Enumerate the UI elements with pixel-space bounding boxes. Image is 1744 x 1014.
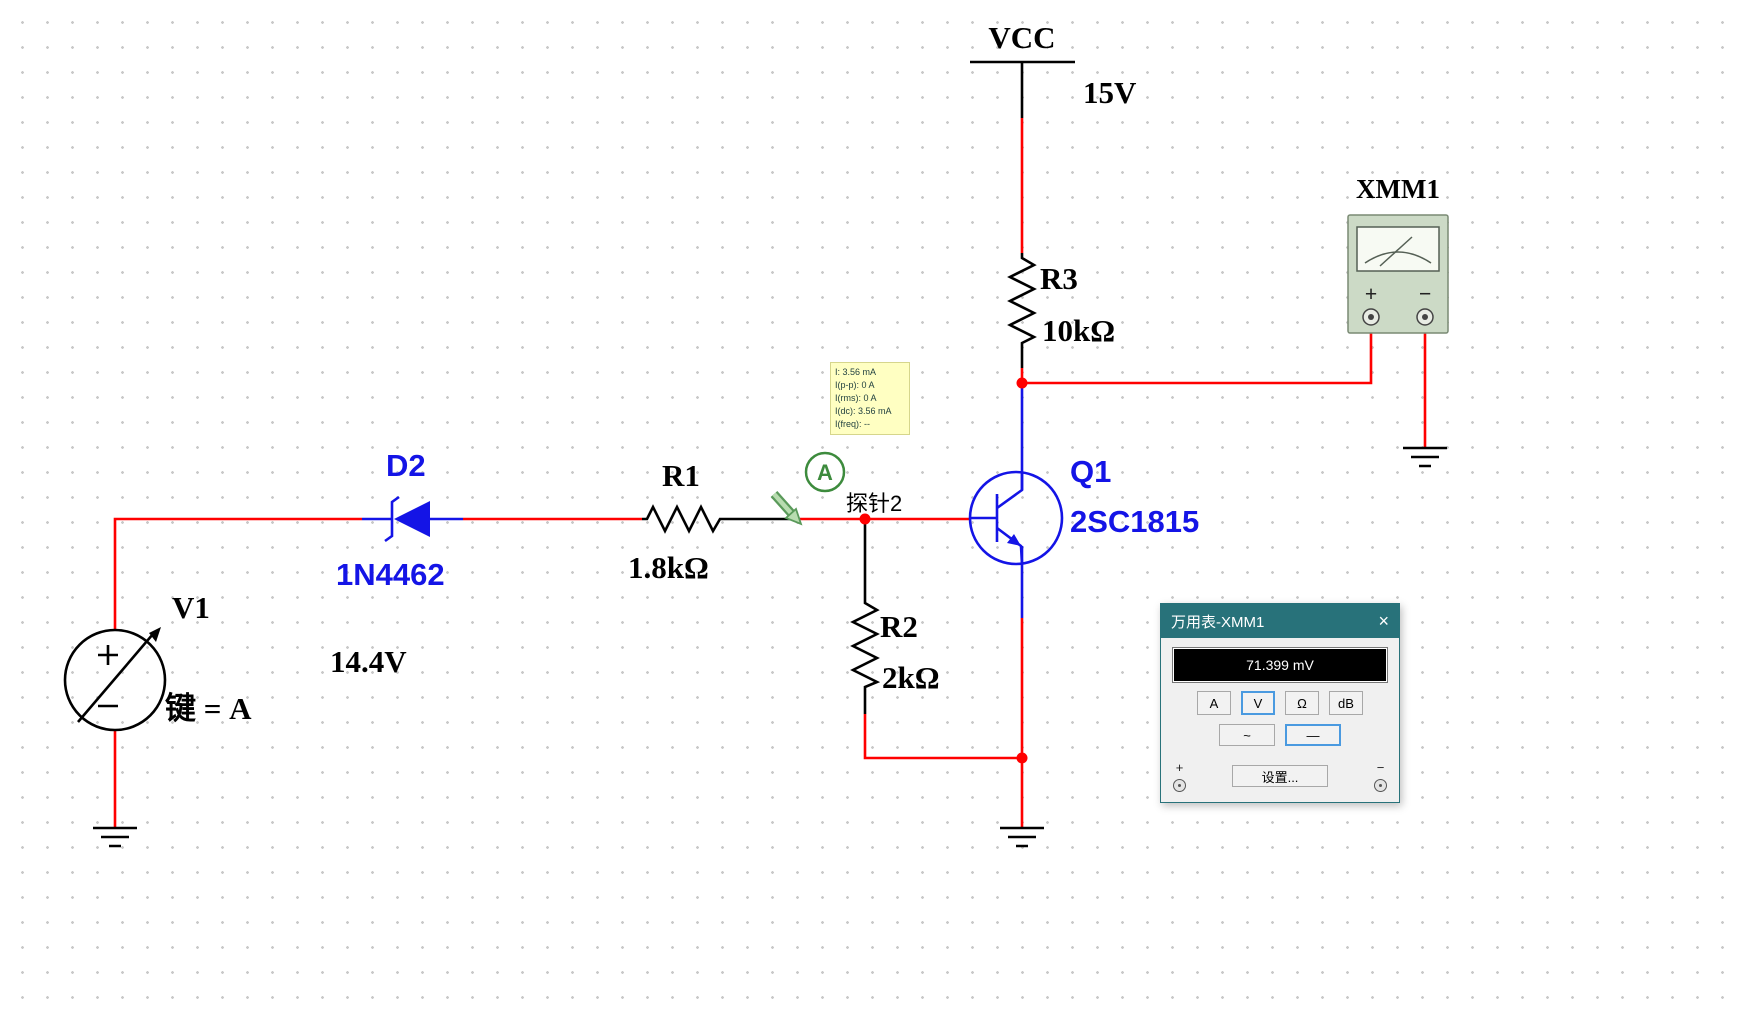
dialog-bottom-row: + 设置... − — [1161, 750, 1399, 802]
signal-button-row: ~ — — [1161, 724, 1399, 746]
probe-badge-circle — [804, 451, 846, 493]
volt-mode-button[interactable]: V — [1241, 691, 1275, 715]
probe-arrow-shaft-fill — [772, 492, 793, 515]
ac-mode-button[interactable]: ~ — [1219, 724, 1275, 746]
close-icon[interactable]: × — [1378, 611, 1389, 631]
xmm1-minus-terminal-dot — [1422, 314, 1428, 320]
junction-dot — [859, 513, 871, 525]
multimeter-display: 71.399 mV — [1172, 647, 1388, 683]
xmm1-plus-terminal-dot — [1368, 314, 1374, 320]
probe-tooltip: I: 3.56 mA I(p-p): 0 A I(rms): 0 A I(dc)… — [830, 362, 910, 435]
dialog-minus-terminal-icon[interactable] — [1374, 779, 1387, 792]
resistor-r3[interactable]: R3 10kΩ — [1007, 253, 1115, 348]
mode-button-row: A V Ω dB — [1161, 691, 1399, 715]
dc-mode-button[interactable]: — — [1285, 724, 1341, 746]
wire-node-to-xmm1-plus[interactable] — [1022, 326, 1373, 385]
q1-name-label: Q1 — [1070, 454, 1111, 489]
dialog-plus-terminal-icon[interactable] — [1173, 779, 1186, 792]
zener-diode-d2[interactable]: D2 1N4462 — [336, 448, 463, 592]
junction-dot — [1016, 752, 1028, 764]
resistor-r2[interactable]: R2 2kΩ — [850, 598, 940, 695]
r1-value-label: 1.8kΩ — [628, 550, 709, 585]
q1-model-label: 2SC1815 — [1070, 504, 1199, 539]
tooltip-line-current: I: 3.56 mA — [835, 367, 877, 377]
multimeter-dialog-titlebar[interactable]: 万用表-XMM1 × — [1161, 604, 1399, 638]
voltage-source-v1[interactable]: V1 键 = A — [63, 590, 252, 732]
v1-key-label: 键 = A — [165, 691, 252, 726]
r2-name-label: R2 — [880, 609, 918, 644]
diode-triangle — [394, 501, 430, 537]
source-arrowhead — [149, 627, 161, 642]
d2-model-label: 1N4462 — [336, 557, 445, 592]
xmm1-label: XMM1 — [1356, 174, 1440, 204]
tooltip-line-dc: I(dc): 3.56 mA — [835, 406, 892, 416]
probe-name-label: 探针2 — [846, 491, 902, 516]
ohm-mode-button[interactable]: Ω — [1285, 691, 1319, 715]
ground-symbol-v1[interactable] — [93, 826, 137, 848]
vcc-value-label: 15V — [1083, 75, 1137, 110]
dialog-plus-terminal: + — [1173, 760, 1186, 792]
xmm1-plus-sign: + — [1365, 281, 1378, 306]
r1-name-label: R1 — [662, 458, 700, 493]
multimeter-xmm1-icon[interactable]: + − XMM1 — [1347, 174, 1449, 334]
multimeter-reading: 71.399 mV — [1246, 657, 1314, 673]
r3-name-label: R3 — [1040, 261, 1078, 296]
v1-value-label: 14.4V — [330, 644, 407, 679]
r2-value-label: 2kΩ — [882, 660, 940, 695]
probe-symbol-label: A — [817, 460, 833, 485]
tooltip-line-rms: I(rms): 0 A — [835, 393, 877, 403]
db-mode-button[interactable]: dB — [1329, 691, 1363, 715]
ground-symbol-xmm1[interactable] — [1403, 446, 1447, 468]
dialog-plus-sign: + — [1175, 760, 1184, 775]
ground-symbol-emitter[interactable] — [1000, 826, 1044, 848]
emitter-arrow — [1007, 534, 1021, 546]
probe-arrowhead — [784, 507, 803, 526]
junction-dot — [1016, 377, 1028, 389]
d2-name-label: D2 — [386, 448, 426, 483]
current-probe[interactable]: A 探针2 — [770, 451, 902, 526]
transistor-q1[interactable]: Q1 2SC1815 — [968, 454, 1199, 566]
multimeter-dialog-title: 万用表-XMM1 — [1171, 613, 1265, 631]
wire-v1-to-d2[interactable] — [113, 517, 362, 630]
dialog-minus-sign: − — [1376, 760, 1385, 775]
resistor-r1[interactable]: R1 1.8kΩ — [628, 458, 730, 585]
xmm1-minus-sign: − — [1419, 281, 1432, 306]
v1-name-label: V1 — [172, 590, 210, 625]
r3-value-label: 10kΩ — [1042, 313, 1115, 348]
vcc-label: VCC — [988, 20, 1055, 55]
multimeter-dialog: 万用表-XMM1 × 71.399 mV A V Ω dB ~ — + 设置..… — [1160, 603, 1400, 803]
vcc-power-symbol[interactable]: VCC 15V — [970, 20, 1137, 110]
meter-needle — [1379, 236, 1413, 267]
tooltip-line-freq: I(freq): -- — [835, 419, 870, 429]
ampere-mode-button[interactable]: A — [1197, 691, 1231, 715]
meter-scale-arc — [1364, 251, 1432, 264]
settings-button[interactable]: 设置... — [1232, 765, 1328, 787]
wire-r2-to-emitter-node[interactable] — [863, 714, 1022, 760]
tooltip-line-pp: I(p-p): 0 A — [835, 380, 875, 390]
dialog-minus-terminal: − — [1374, 760, 1387, 792]
